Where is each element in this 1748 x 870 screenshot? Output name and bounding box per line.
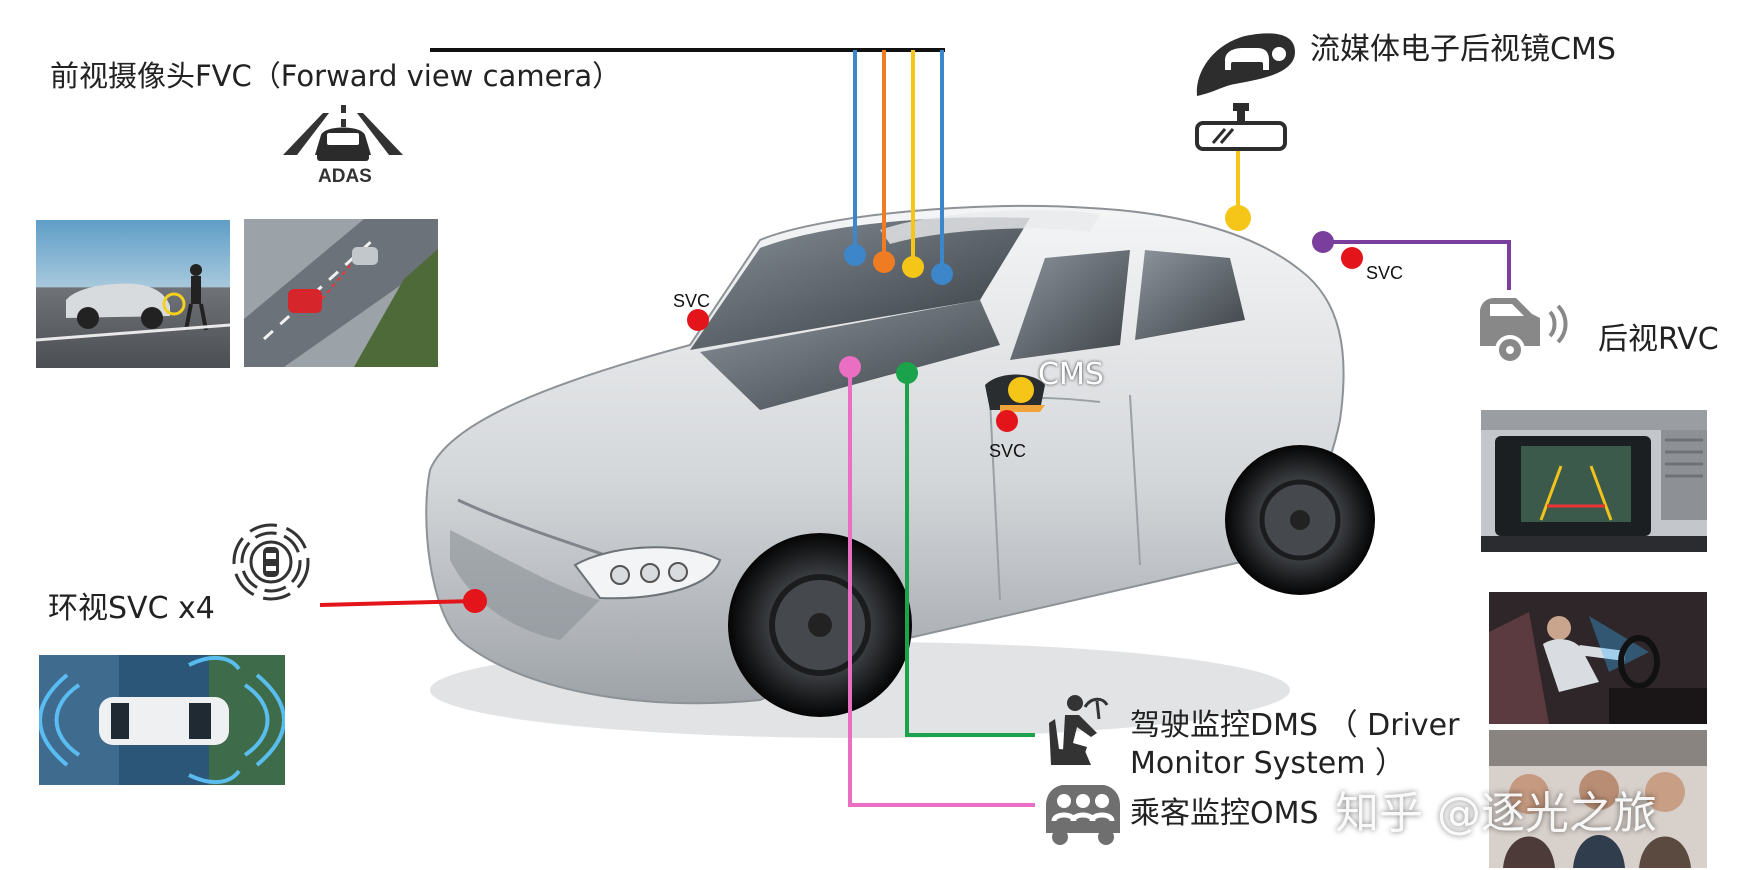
cms-mirror-label: CMS bbox=[1038, 357, 1104, 392]
fvc-dot-blue-1 bbox=[844, 244, 866, 266]
driver-monitor-icon bbox=[1049, 695, 1109, 765]
cms-dot-yellow-mirror bbox=[1008, 377, 1034, 403]
cms-dot-yellow-top bbox=[1225, 205, 1251, 231]
svc-line-red bbox=[319, 599, 476, 607]
lane-following-photo bbox=[244, 219, 438, 367]
svc-dot-left bbox=[687, 309, 709, 331]
cms-mirror-icon bbox=[1196, 33, 1295, 96]
adas-label: ADAS bbox=[318, 166, 372, 187]
passengers-icon bbox=[1046, 785, 1120, 845]
rear-camera-display-photo bbox=[1481, 410, 1707, 552]
fvc-dot-orange bbox=[873, 251, 895, 273]
passenger-monitoring-photo bbox=[1489, 730, 1707, 868]
cms-title-label: 流媒体电子后视镜CMS bbox=[1310, 32, 1616, 67]
driver-monitoring-photo bbox=[1489, 592, 1707, 724]
fvc-label: 前视摄像头FVC（Forward view camera） bbox=[50, 59, 622, 93]
surround-view-photo bbox=[39, 655, 285, 785]
oms-line-pink bbox=[848, 367, 1035, 807]
adas-icon bbox=[283, 105, 403, 161]
dms-dot-green bbox=[896, 362, 918, 384]
dms-label-line2: Monitor System ） bbox=[1130, 746, 1405, 781]
sensor-markers bbox=[463, 205, 1363, 613]
rvc-label: 后视RVC bbox=[1598, 322, 1719, 357]
svc-label-rear: SVC bbox=[1366, 263, 1404, 283]
oms-label: 乘客监控OMS bbox=[1130, 796, 1319, 831]
svc-dot-rear bbox=[1341, 247, 1363, 269]
svc-label-left: SVC bbox=[673, 291, 711, 311]
fvc-dot-yellow bbox=[902, 256, 924, 278]
fvc-dot-blue-2 bbox=[931, 263, 953, 285]
rear-camera-car-icon bbox=[1480, 298, 1568, 365]
surround-view-icon bbox=[232, 523, 310, 601]
svc-x4-label: 环视SVC x4 bbox=[48, 591, 215, 626]
rvc-line-purple bbox=[1323, 240, 1511, 290]
watermark: 知乎 @逐光之旅 bbox=[1335, 788, 1657, 839]
svc-label-mirror: SVC bbox=[989, 441, 1027, 461]
svc-dot-front bbox=[463, 589, 487, 613]
pedestrian-detection-photo bbox=[36, 220, 230, 368]
connector-lines bbox=[319, 50, 1511, 807]
oms-dot-pink bbox=[839, 356, 861, 378]
dms-label-line1: 驾驶监控DMS （ Driver bbox=[1130, 708, 1460, 743]
dms-line-green bbox=[905, 373, 1035, 737]
rearview-mirror-icon bbox=[1195, 103, 1287, 151]
svc-dot-mirror bbox=[996, 410, 1018, 432]
car-illustration bbox=[425, 204, 1375, 738]
rvc-dot-purple bbox=[1312, 231, 1334, 253]
